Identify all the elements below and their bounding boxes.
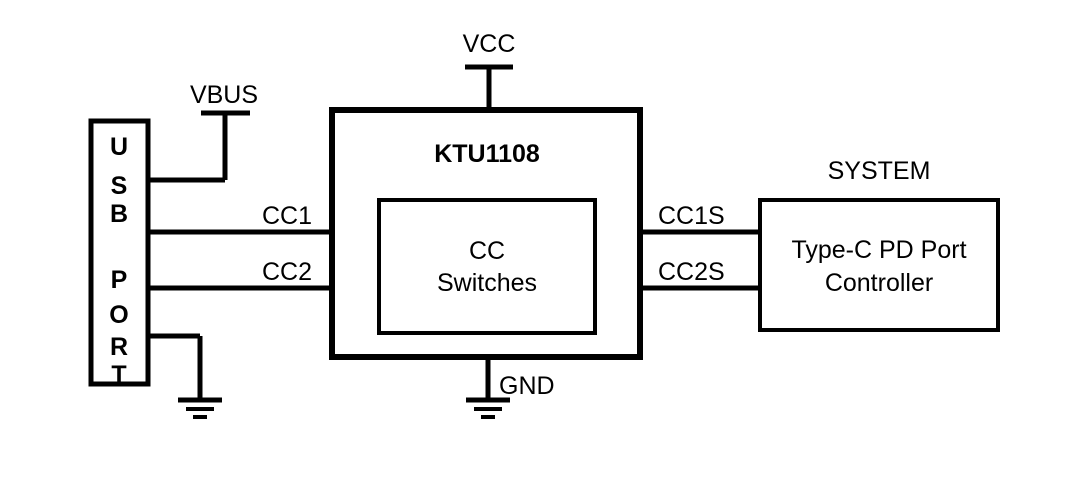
ground-symbol-usb <box>178 397 222 419</box>
cc-switches-label-line2: Switches <box>437 269 537 297</box>
cc1s-label: CC1S <box>658 202 725 230</box>
system-label-line1: Type-C PD Port <box>791 236 966 264</box>
ktu1108-label: KTU1108 <box>434 140 540 168</box>
cc-switches-label-line1: CC <box>469 237 505 265</box>
cc2-label: CC2 <box>262 258 312 286</box>
gnd-label: GND <box>499 372 555 400</box>
usb-port-letter-p: P <box>111 266 128 294</box>
usb-port-letter-b: B <box>110 200 128 228</box>
system-label-line2: Controller <box>825 269 933 297</box>
cc1-label: CC1 <box>262 202 312 230</box>
usb-port-box <box>88 118 151 387</box>
usb-port-letter-t: T <box>111 361 126 389</box>
usb-port-letter-s: S <box>111 172 128 200</box>
vbus-net <box>148 110 250 183</box>
system-caption: SYSTEM <box>828 157 931 185</box>
usb-port-letter-o: O <box>109 301 128 329</box>
vcc-net <box>465 64 513 110</box>
usb-port-letter-u: U <box>110 133 128 161</box>
usb-port-letter-r: R <box>110 333 128 361</box>
vbus-label: VBUS <box>190 81 258 109</box>
vcc-label: VCC <box>463 30 516 58</box>
usb-ground-net <box>148 333 203 399</box>
cc-switches-box <box>377 198 597 335</box>
cc2s-label: CC2S <box>658 258 725 286</box>
ground-symbol-ic <box>466 397 510 419</box>
system-box <box>758 198 1000 332</box>
